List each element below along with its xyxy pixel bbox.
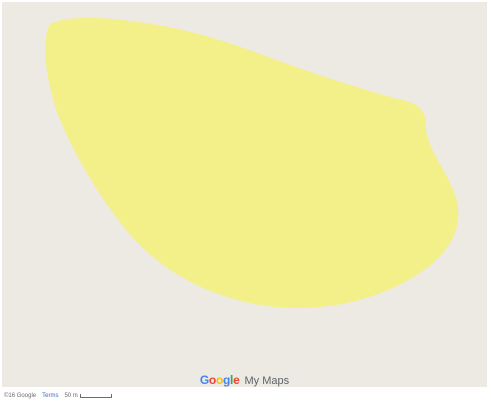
scale-indicator: 50 m [64,393,112,399]
scale-bar [79,394,112,398]
google-logo: Google [199,373,240,387]
product-name: My Maps [244,375,290,387]
map-canvas[interactable]: Google My Maps [2,2,487,387]
map-overlay [45,17,459,308]
google-my-maps-branding: Google My Maps [2,373,487,387]
attribution-text: ©16 Google [4,393,37,399]
map-footer: ©16 Google Terms 50 m [4,390,112,402]
area-polygon[interactable] [45,17,459,308]
scale-label: 50 m [64,393,78,399]
terms-link[interactable]: Terms [42,393,59,399]
